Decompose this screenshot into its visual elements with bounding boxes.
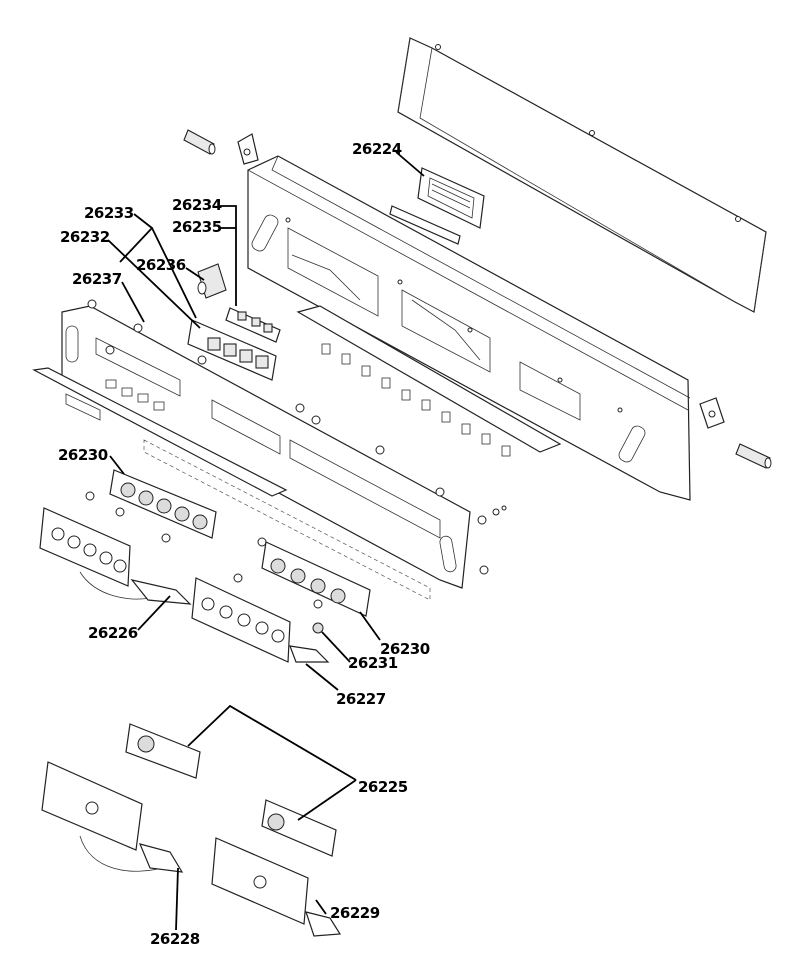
callout-26227: 26227 — [336, 690, 386, 708]
knob-bezel-right — [191, 577, 330, 663]
single-knob — [312, 622, 324, 634]
single-knob-board-lower — [261, 799, 337, 857]
knob-board-left — [109, 469, 217, 539]
bracket-clip-left — [237, 133, 259, 165]
spacer-bolt-left — [183, 129, 216, 155]
spacer-bolt-right — [735, 443, 772, 469]
callout-26230-left: 26230 — [58, 446, 108, 464]
display-board — [389, 167, 485, 245]
callout-26228: 26228 — [150, 930, 200, 948]
leader-lines — [107, 151, 425, 931]
rotary-switch — [197, 263, 227, 299]
callout-26233: 26233 — [84, 204, 134, 222]
knob-bezel-left — [39, 507, 192, 605]
callout-26231: 26231 — [348, 654, 398, 672]
callout-26230-right: 26230 — [380, 640, 430, 658]
callout-26234: 26234 — [172, 196, 222, 214]
relay-board-small — [225, 307, 281, 343]
knob-board-right — [261, 541, 371, 617]
overlay-bezel — [32, 367, 431, 601]
switch-strip — [296, 305, 562, 457]
callout-26225: 26225 — [358, 778, 408, 796]
rear-housing-panel — [247, 155, 691, 501]
callout-26224: 26224 — [352, 140, 402, 158]
callout-26236: 26236 — [136, 256, 186, 274]
bracket-clip-right — [699, 397, 725, 429]
callout-26226: 26226 — [88, 624, 138, 642]
single-bezel-right — [211, 837, 342, 937]
relay-board — [187, 319, 277, 381]
callout-26232: 26232 — [60, 228, 110, 246]
callout-26235: 26235 — [172, 218, 222, 236]
callout-26237: 26237 — [72, 270, 122, 288]
top-cover-channel — [397, 37, 767, 313]
single-knob-board-upper — [125, 723, 201, 779]
single-bezel-left — [41, 761, 184, 873]
callout-26229: 26229 — [330, 904, 380, 922]
